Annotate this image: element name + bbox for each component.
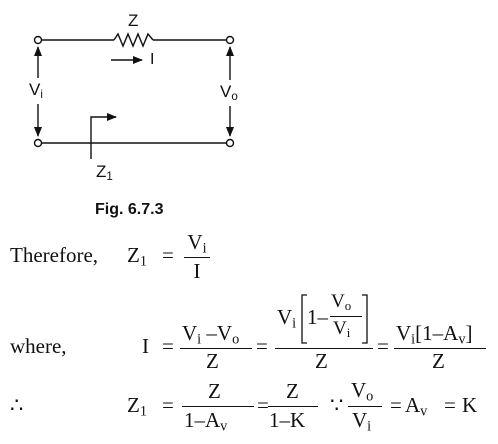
eq3-rhs-k: K (462, 393, 478, 417)
eq1-lead: Therefore, (10, 243, 99, 267)
eq2-f1-numerator: Vi –Vo (182, 321, 240, 348)
eq3-f1-bar (182, 406, 254, 408)
terminal-bottom-right (225, 138, 235, 148)
eq1-denominator: I (193, 259, 201, 283)
terminal-top-right (225, 35, 235, 45)
label-current: I (150, 51, 155, 68)
terminal-bottom-left (33, 138, 43, 148)
eq2-f2-inner-bar (330, 316, 362, 318)
label-z: Z (128, 11, 139, 30)
label-vo: Vo (220, 82, 238, 103)
eq1-equals: = (162, 243, 174, 267)
eq3-equals-4: = (444, 393, 456, 417)
eq3-equals-2: = (257, 393, 269, 417)
eq2-f2-inner-numerator: Vo (331, 291, 352, 314)
eq2-lhs: I (142, 334, 149, 358)
eq2-equals-2: = (256, 334, 268, 358)
eq2-f2-one-minus: 1– (307, 305, 328, 329)
eq1-fraction-bar (184, 257, 210, 259)
circuit-diagram (33, 32, 235, 159)
eq2-f3-denominator: Z (432, 349, 445, 373)
eq2-f2-bar (275, 348, 373, 350)
eq3-f2-numerator: Z (286, 379, 299, 403)
eq3-f1-numerator: Z (208, 379, 221, 403)
eq2-equals-1: = (162, 334, 174, 358)
eq3-lhs: Z1 (127, 393, 147, 420)
eq3-therefore: ∴ (10, 393, 24, 417)
eq2-f3-bar (394, 348, 486, 350)
eq2-f1-bar (180, 348, 252, 350)
eq3-rhs-av: Av (405, 393, 428, 420)
eq3-f3-bar (348, 406, 382, 408)
eq2-f1-denominator: Z (206, 349, 219, 373)
eq3-equals-1: = (162, 393, 174, 417)
eq3-f3-denominator: Vi (352, 408, 372, 435)
eq1-numerator: Vi (187, 230, 207, 257)
label-z1: Z1 (96, 162, 113, 183)
label-vi: Vi (29, 80, 43, 101)
terminal-top-left (33, 35, 43, 45)
eq3-f2-bar (268, 406, 318, 408)
eq2-lead: where, (10, 334, 67, 358)
eq2-f2-inner-denominator: Vi (333, 318, 351, 341)
eq3-f2-denominator: 1–K (269, 408, 306, 432)
eq2-equals-3: = (377, 334, 389, 358)
eq3-f3-numerator: Vo (351, 378, 374, 405)
eq2-f2-denominator: Z (315, 349, 328, 373)
resistor-z (113, 32, 154, 48)
eq2-f2-brackets (301, 294, 368, 344)
eq2-f2-vi: Vi (277, 305, 297, 332)
eq2-f3-numerator: Vi[1–Av] (396, 321, 473, 348)
figure-caption: Fig. 6.7.3 (95, 201, 164, 218)
eq1-lhs: Z1 (127, 243, 147, 270)
z1-arrow (90, 113, 117, 159)
eq3-f1-denominator: 1–Av (184, 408, 228, 435)
eq3-equals-3: = (390, 393, 402, 417)
eq3-because: ∵ (330, 393, 344, 417)
